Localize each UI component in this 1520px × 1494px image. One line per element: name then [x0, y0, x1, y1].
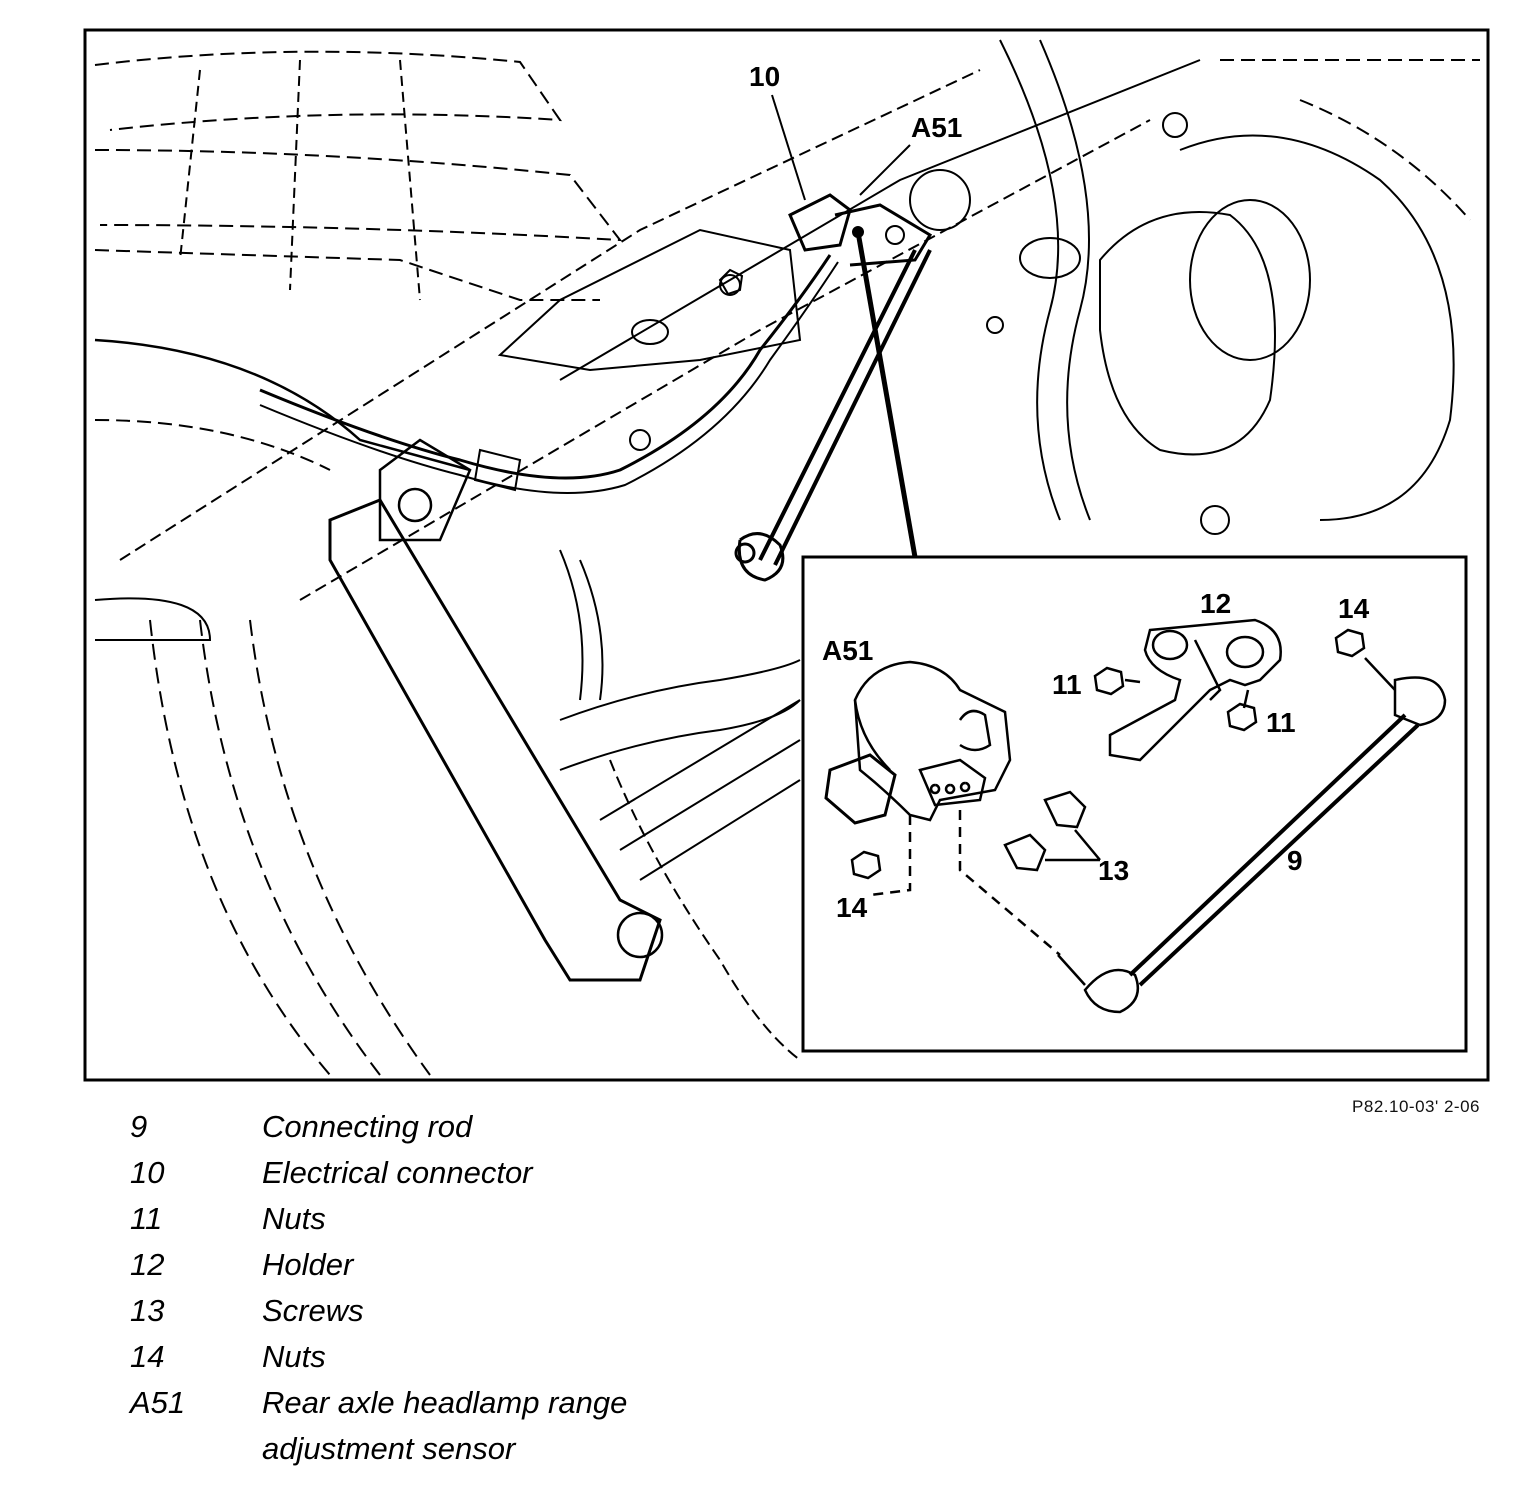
legend-description: Connecting rod — [262, 1109, 473, 1144]
legend-description: adjustment sensor — [262, 1431, 516, 1466]
legend-number: 14 — [130, 1339, 165, 1374]
legend-row: 9 Connecting rod — [130, 1104, 830, 1150]
legend-description: Electrical connector — [262, 1155, 533, 1190]
legend-number: 12 — [130, 1247, 165, 1282]
legend-number: 10 — [130, 1155, 165, 1190]
legend-row: A51 Rear axle headlamp range — [130, 1380, 830, 1426]
legend-number: A51 — [130, 1385, 186, 1420]
legend-description: Nuts — [262, 1339, 326, 1374]
legend-row: adjustment sensor — [130, 1426, 830, 1472]
legend-number — [130, 1426, 262, 1472]
legend-row: 13 Screws — [130, 1288, 830, 1334]
callout-11-left: 11 — [1052, 669, 1082, 700]
legend-description: Rear axle headlamp range — [262, 1385, 628, 1420]
legend-row: 11 Nuts — [130, 1196, 830, 1242]
callout-14-bottom: 14 — [836, 892, 868, 923]
legend-number: 11 — [130, 1201, 163, 1236]
parts-legend: 9 Connecting rod 10 Electrical connector 1… — [130, 1104, 830, 1472]
legend-description: Nuts — [262, 1201, 326, 1236]
leader-10 — [771, 94, 806, 201]
legend-description: Holder — [262, 1247, 354, 1282]
inset-exploded-view — [824, 618, 1447, 1014]
callout-a51-main: A51 — [911, 112, 962, 143]
callout-a51-inset: A51 — [822, 635, 873, 666]
drawing-code: P82.10-03' 2-06 — [1352, 1097, 1480, 1116]
callout-11-right: 11 — [1266, 707, 1296, 738]
leader-a51 — [859, 144, 911, 196]
callout-14-top: 14 — [1338, 593, 1370, 624]
legend-number: 13 — [130, 1293, 165, 1328]
diagram-figure: 10 A51 A51 12 14 11 11 13 9 14 — [83, 28, 1490, 1082]
callout-13: 13 — [1098, 855, 1129, 886]
legend-description: Screws — [262, 1293, 364, 1328]
underbody-drawing — [94, 39, 1480, 1076]
legend-row: 12 Holder — [130, 1242, 830, 1288]
legend-number: 9 — [130, 1109, 148, 1144]
callout-9: 9 — [1287, 845, 1303, 876]
callout-12: 12 — [1200, 588, 1231, 619]
legend-row: 14 Nuts — [130, 1334, 830, 1380]
legend-row: 10 Electrical connector — [130, 1150, 830, 1196]
callout-10: 10 — [749, 61, 780, 92]
leader-line — [855, 231, 918, 558]
